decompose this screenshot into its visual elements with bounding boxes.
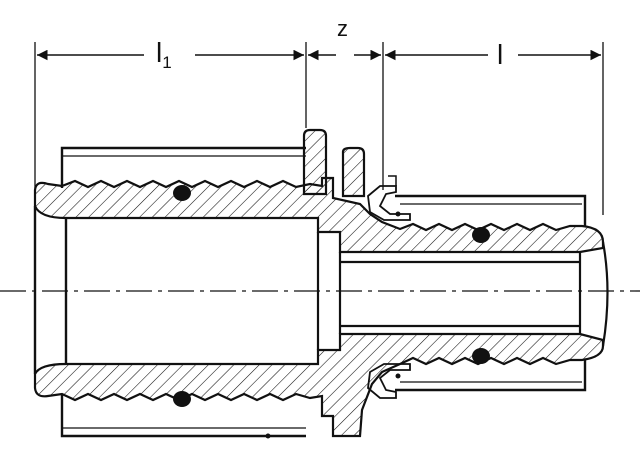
clip-detail-lower [367,363,411,399]
body-section-lower [33,332,605,438]
clip-detail-upper [367,175,411,221]
collar-ring [302,128,366,198]
o-ring-upper-left [173,185,191,201]
dimension-lines [34,42,604,215]
sleeve-marker-bottom [265,433,271,439]
bore-outline [33,206,609,374]
o-rings [173,185,490,407]
dim-label-l1: l1 [156,37,172,72]
dim-label-l: l [497,39,503,70]
o-ring-lower-left [173,391,191,407]
dim-label-z: z [337,16,348,41]
o-ring-lower-right [472,348,490,364]
o-ring-upper-right [472,227,490,243]
sleeve-marker-upper [395,211,401,217]
left-press-sleeve [60,146,306,438]
sleeve-marker-lower [395,373,401,379]
right-press-sleeve [395,194,587,392]
